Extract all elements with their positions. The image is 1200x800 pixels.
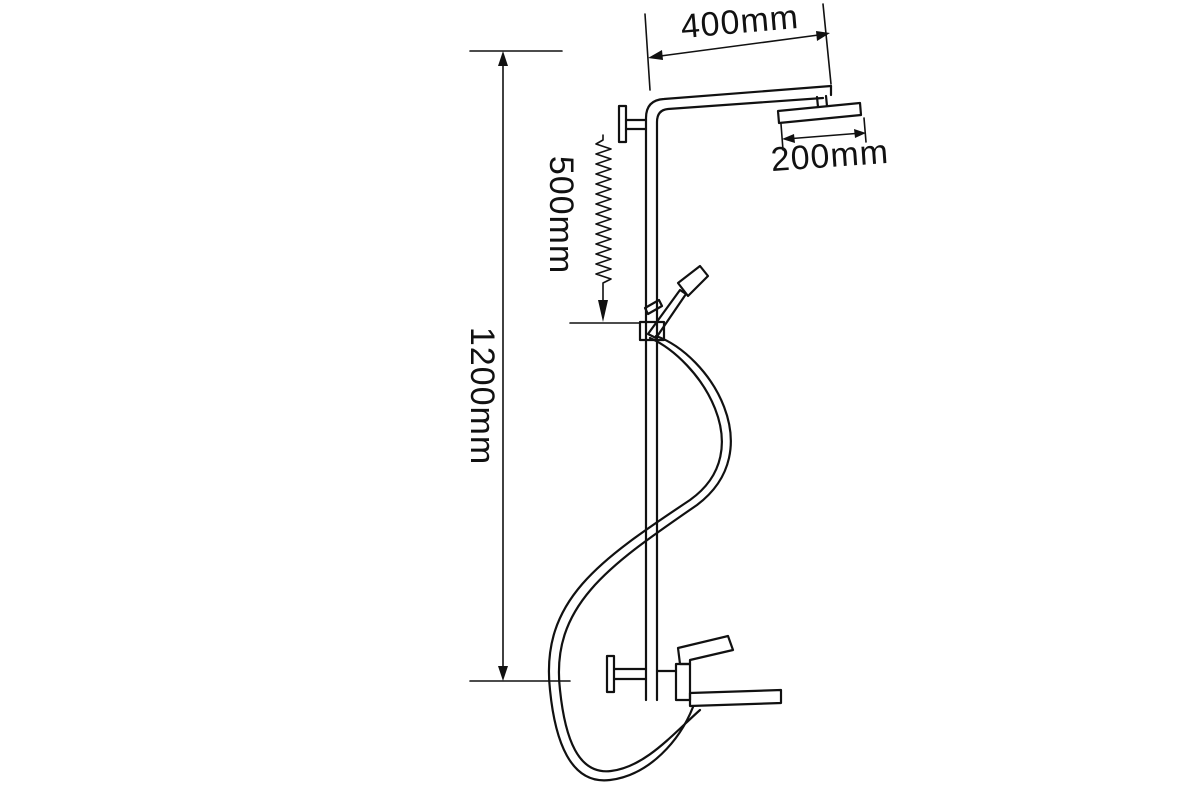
bath-spout <box>688 688 783 708</box>
total-height-label: 1200mm <box>463 327 501 465</box>
mixer-body <box>674 662 692 702</box>
head-width-dimension: 200mm <box>769 117 890 179</box>
mixer-valve <box>605 634 783 708</box>
head-right-extension-line <box>863 117 867 143</box>
arm-left-extension-line <box>644 13 651 91</box>
head-left-extension-line <box>780 123 784 151</box>
total-height-top-arrow <box>498 51 508 66</box>
rain-shower-head <box>776 94 863 125</box>
head-connector-left <box>815 95 820 109</box>
total-height-bottom-arrow <box>498 666 508 681</box>
shower-hose <box>547 334 732 782</box>
head-dimension-line <box>785 132 863 140</box>
head-connector-right <box>824 94 829 108</box>
hand-shower-head <box>676 264 710 298</box>
rain-head-plate <box>776 101 863 125</box>
slide-height-zigzag-line <box>595 134 612 301</box>
slide-height-dimension: 500mm <box>542 134 641 324</box>
head-right-arrow <box>854 129 866 138</box>
top-wall-bracket <box>617 104 648 144</box>
hand-shower-handle <box>646 288 688 340</box>
top-wall-plate <box>617 104 628 144</box>
head-left-arrow <box>782 134 795 143</box>
arm-length-dimension: 400mm <box>644 0 832 91</box>
arm-dimension-line <box>652 33 827 58</box>
slider-clip <box>643 298 664 316</box>
riser-pipe <box>644 84 833 702</box>
mixer-lever-handle <box>676 634 735 666</box>
arm-right-extension-line <box>822 3 832 85</box>
slide-height-label: 500mm <box>542 156 580 274</box>
head-width-label: 200mm <box>769 133 890 179</box>
riser-and-arm-outer <box>644 84 833 702</box>
hand-shower <box>638 264 710 342</box>
arm-left-arrow <box>648 50 663 60</box>
bottom-wall-plate <box>605 654 616 694</box>
total-height-dimension: 1200mm <box>463 50 571 682</box>
slide-height-arrow <box>598 300 608 322</box>
hose-inner <box>557 334 732 773</box>
hose-outer <box>547 336 723 782</box>
riser-and-arm-inner <box>655 96 825 702</box>
arm-right-arrow <box>816 31 830 41</box>
